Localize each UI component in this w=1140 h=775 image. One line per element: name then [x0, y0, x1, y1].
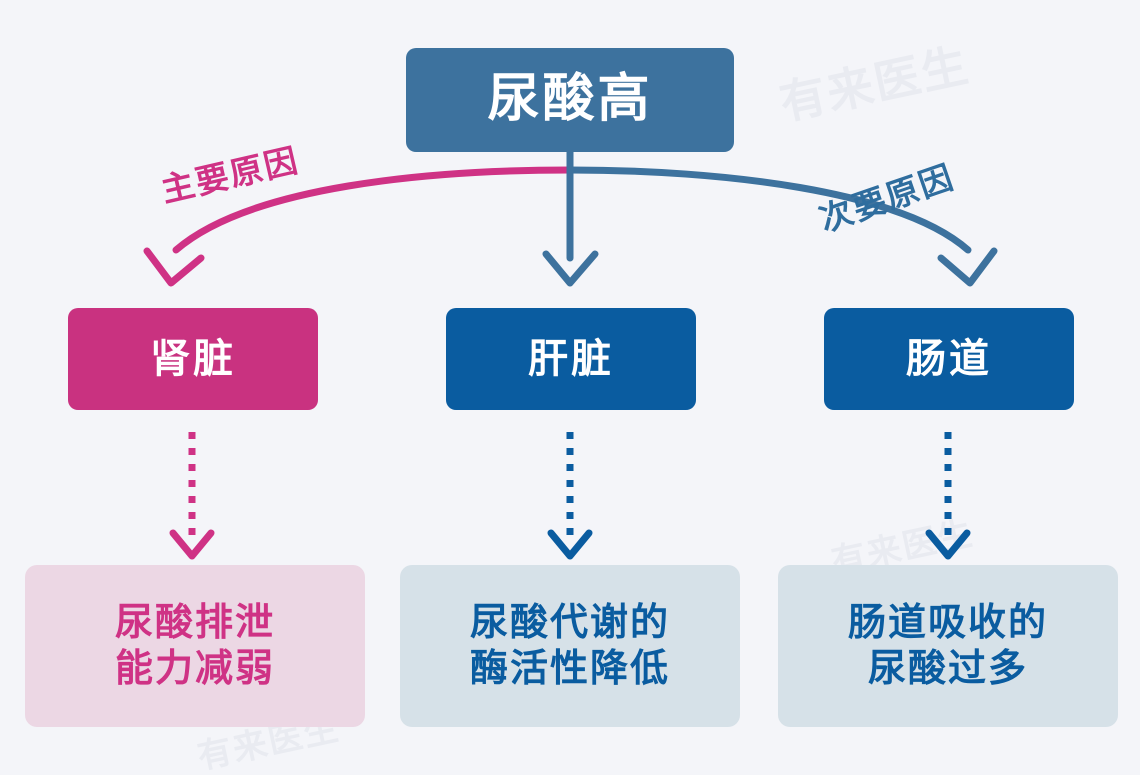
- node-result-kidney: 尿酸排泄 能力减弱: [25, 565, 365, 727]
- arrowhead-liver: [547, 529, 593, 560]
- node-result-intestine: 肠道吸收的 尿酸过多: [778, 565, 1118, 727]
- result-line: 肠道吸收的: [847, 601, 1048, 644]
- arrowhead-kidney: [169, 529, 215, 560]
- arrowhead-intestine: [925, 529, 971, 560]
- branch-label-secondary: 次要原因: [814, 157, 960, 239]
- result-line: 尿酸排泄: [114, 601, 275, 644]
- node-organ-intestine: 肠道: [824, 308, 1074, 410]
- node-result-liver: 尿酸代谢的 酶活性降低: [400, 565, 740, 727]
- arrowhead-secondary: [937, 247, 998, 287]
- arrowhead-primary: [143, 247, 205, 287]
- result-line: 尿酸过多: [867, 648, 1028, 690]
- node-organ-kidney: 肾脏: [68, 308, 318, 410]
- branch-label-primary: 主要原因: [157, 141, 303, 209]
- arrowhead-center: [542, 250, 599, 287]
- result-line: 能力减弱: [114, 648, 275, 690]
- watermark: 有来医生: [775, 38, 974, 130]
- result-line: 尿酸代谢的: [469, 601, 670, 644]
- node-organ-liver: 肝脏: [446, 308, 696, 410]
- node-root-title: 尿酸高: [406, 48, 734, 152]
- result-line: 酶活性降低: [469, 648, 670, 690]
